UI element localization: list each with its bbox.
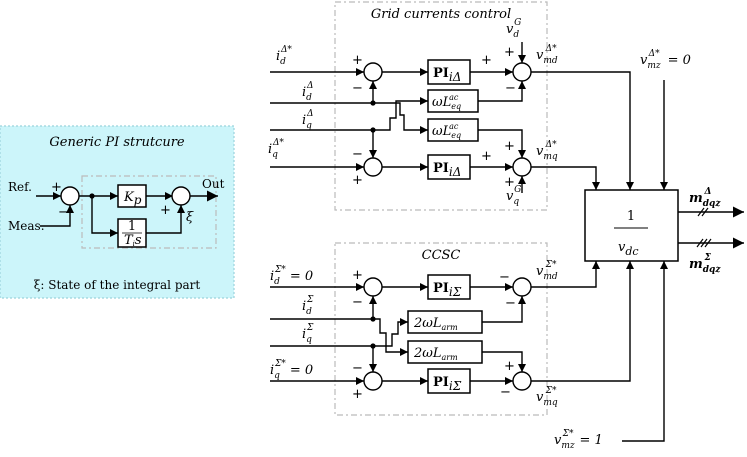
svg-text:PIiΣ: PIiΣ (433, 375, 462, 393)
ccsc-pi-d-block (427, 274, 471, 300)
ccsc-iq-label: iqΣ (302, 323, 314, 345)
svg-text:1: 1 (627, 209, 635, 224)
divider-block (584, 189, 679, 262)
svg-text:−: − (500, 385, 511, 400)
svg-text:1: 1 (128, 219, 136, 234)
ccsc-pi-q-block (427, 368, 471, 394)
svg-text:+: + (51, 180, 62, 195)
svg-text:+: + (352, 387, 363, 402)
grid-iq-ref-label: iqΔ* (268, 138, 284, 160)
svg-text:Tis: Tis (124, 233, 142, 248)
ccsc-id-label: idΣ (302, 295, 314, 317)
ccsc-vmz-label: vmzΣ*= 1 (554, 429, 603, 451)
grid-pi-d-block (427, 59, 471, 85)
pi-ref-label: Ref. (8, 180, 32, 194)
pi-note: ξ: State of the integral part (34, 278, 201, 292)
svg-text:−: − (352, 295, 363, 310)
ccsc-title: CCSC (422, 248, 461, 263)
ccsc-wiring (270, 261, 668, 442)
grid-vmd-label: vmdΔ* (536, 44, 558, 66)
svg-text:+: + (504, 139, 515, 154)
m-sigma-output-label: mdqzΣ (689, 253, 721, 275)
grid-vqg-label: vqG (506, 185, 521, 207)
svg-text:+: + (352, 53, 363, 68)
svg-text:−: − (352, 81, 363, 96)
ccsc-iq-ref-label: iqΣ*= 0 (270, 359, 313, 381)
grid-pi-q-block (427, 154, 471, 180)
svg-text:+: + (504, 175, 515, 190)
svg-text:PIiΔ: PIiΔ (433, 161, 461, 179)
ccsc-vmq-label: vmqΣ* (536, 386, 558, 408)
ccsc-2wl-block-1 (407, 310, 483, 334)
svg-text:−: − (505, 81, 516, 96)
grid-wl-block-2 (427, 118, 479, 142)
svg-text:+: + (352, 173, 363, 188)
grid-control-wiring (270, 42, 668, 193)
grid-vdg-label: vdG (506, 18, 521, 40)
svg-text:−: − (58, 205, 69, 220)
m-delta-output-label: mdqzΔ (689, 187, 721, 209)
svg-text:−: − (505, 296, 516, 311)
ccsc-frame (334, 242, 548, 416)
pi-out-label: Out (202, 177, 225, 191)
svg-text:+: + (481, 53, 492, 68)
pi-panel-title: Generic PI strutcure (49, 135, 185, 150)
svg-text:+: + (160, 203, 171, 218)
svg-text:−: − (352, 361, 363, 376)
svg-text:+: + (504, 45, 515, 60)
svg-text:2ωLarm: 2ωLarm (413, 346, 458, 362)
grid-vmz-label: vmzΔ*= 0 (640, 49, 691, 71)
svg-text:PIiΣ: PIiΣ (433, 281, 462, 299)
kp-block (117, 184, 147, 208)
grid-control-title: Grid currents control (371, 7, 511, 22)
pi-sum-junction-1 (60, 186, 80, 206)
svg-text:Kp: Kp (123, 190, 142, 207)
svg-text:+: + (481, 149, 492, 164)
grid-iq-label: iqΔ (302, 109, 313, 131)
svg-text:+: + (352, 268, 363, 283)
pi-panel-background (0, 125, 235, 299)
generic-pi-panel: Generic PI strutcure Kp 1 Tis Ref. Meas.… (0, 125, 235, 299)
ccsc-id-ref-label: idΣ*= 0 (270, 265, 313, 287)
svg-text:+: + (504, 359, 515, 374)
svg-text:ωLeqac: ωLeqac (432, 93, 461, 111)
pi-sum-junction-2 (171, 186, 191, 206)
grid-id-ref-label: idΔ* (276, 45, 292, 67)
pi-inner-dashed-frame (81, 175, 217, 249)
svg-text:ωLeqac: ωLeqac (432, 122, 461, 140)
pi-meas-label: Meas. (8, 219, 45, 233)
grid-vmq-label: vmqΔ* (536, 140, 558, 162)
svg-text:2ωLarm: 2ωLarm (413, 316, 458, 332)
pi-xi-label: ξ (186, 210, 194, 225)
svg-text:PIiΔ: PIiΔ (433, 66, 461, 84)
ccsc-vmd-label: vmdΣ* (536, 260, 558, 282)
grid-wl-block-1 (427, 89, 479, 113)
svg-text:−: − (352, 147, 363, 162)
ccsc-2wl-block-2 (407, 340, 483, 364)
svg-text:vdc: vdc (618, 240, 639, 258)
svg-text:−: − (499, 270, 510, 285)
grid-id-label: idΔ (302, 81, 313, 103)
